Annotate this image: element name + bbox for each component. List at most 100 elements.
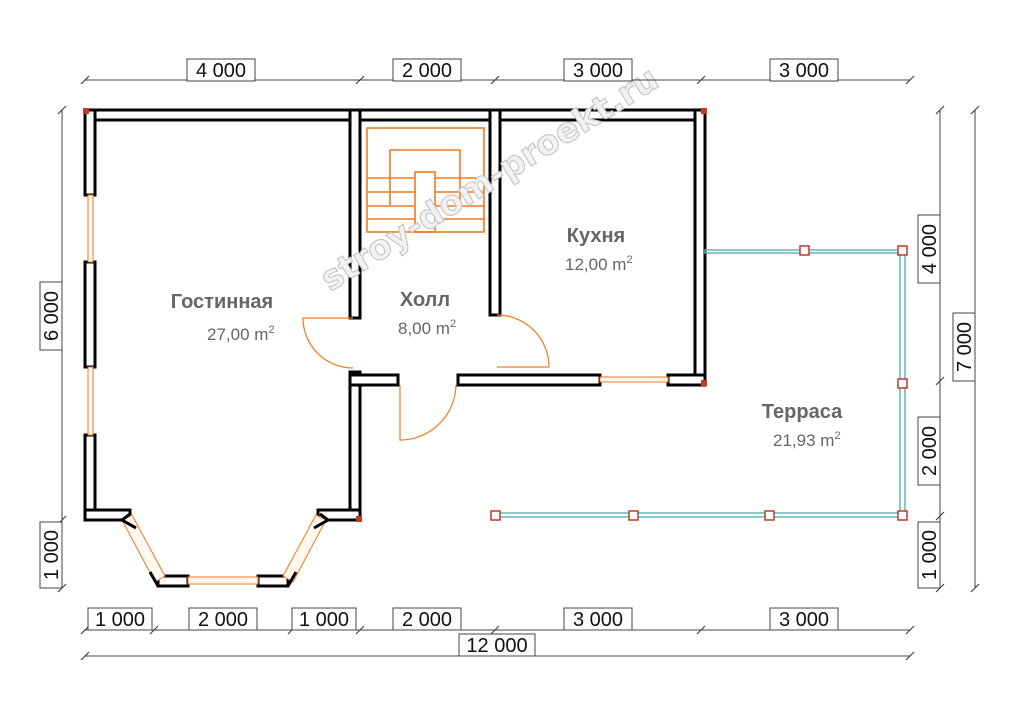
dim-bottom-2: 2 000 — [198, 609, 248, 631]
dim-box — [563, 607, 633, 631]
dim-box — [188, 607, 258, 631]
wall-left-2 — [83, 260, 97, 369]
dim-top-1: 4 000 — [196, 60, 246, 82]
room-area-terrace: 21,93 m2 — [773, 430, 841, 450]
wall-hall-left-upper — [348, 108, 362, 320]
dims-top: 4 000 2 000 3 000 3 000 — [80, 58, 915, 85]
wall-left-3 — [83, 433, 97, 522]
dim-box — [458, 633, 536, 657]
dim-box — [769, 607, 839, 631]
dim-tick — [970, 583, 980, 593]
dims-bottom: 1 000 2 000 1 000 2 000 3 000 3 000 12 0… — [80, 607, 915, 661]
dim-tick — [905, 625, 915, 635]
dim-tick — [935, 511, 945, 521]
stair-landing — [414, 171, 436, 233]
dim-box — [39, 521, 63, 589]
doors — [302, 314, 550, 441]
corner-tl — [83, 108, 89, 114]
dim-bottom-1: 1 000 — [95, 609, 145, 631]
corner-hall-bottom — [356, 516, 362, 522]
dim-tick — [905, 75, 915, 85]
dim-bottom-6: 3 000 — [779, 609, 829, 631]
dim-box — [563, 58, 633, 82]
terrace — [490, 245, 908, 521]
dim-tick — [80, 75, 90, 85]
corner-kitchen — [701, 380, 707, 386]
wall-hall-bottom-left — [348, 373, 400, 387]
dim-box — [917, 416, 941, 486]
dim-bottom-3: 1 000 — [299, 609, 349, 631]
dim-total: 12 000 — [466, 635, 527, 657]
terrace-post — [799, 245, 810, 256]
dim-tick — [355, 625, 365, 635]
dim-top-4: 3 000 — [779, 60, 829, 82]
dim-tick — [935, 376, 945, 386]
staircase — [366, 127, 485, 233]
room-name-kitchen: Кухня — [567, 225, 625, 247]
terrace-post — [897, 245, 908, 256]
dim-bottom-4: 2 000 — [402, 609, 452, 631]
bay-windows — [119, 512, 331, 588]
dim-tick — [970, 105, 980, 115]
bay-corner-right — [313, 512, 331, 530]
wall-kitchen-bottom-right — [666, 373, 707, 387]
wall-kitchen-right — [693, 108, 707, 387]
corner-tr — [701, 108, 707, 114]
wall-left-1 — [83, 108, 97, 197]
bay-corner-br — [258, 571, 298, 588]
dim-box — [952, 312, 976, 382]
dim-right-3: 1 000 — [919, 530, 941, 580]
terrace-post — [628, 510, 639, 521]
rail-bottom — [494, 512, 904, 518]
dims-left: 6 000 1 000 — [39, 105, 67, 593]
dim-top-3: 3 000 — [573, 60, 623, 82]
dim-right-total: 7 000 — [954, 322, 976, 372]
dim-tick — [80, 651, 90, 661]
dim-right-2: 2 000 — [919, 426, 941, 476]
dim-tick — [935, 105, 945, 115]
dim-box — [39, 281, 63, 351]
door-entrance — [399, 384, 457, 441]
wall-kitchen-bottom — [456, 373, 602, 387]
dim-tick — [149, 625, 159, 635]
room-name-hall: Холл — [400, 289, 450, 311]
room-name-living: Гостинная — [171, 291, 273, 313]
dim-right-1: 4 000 — [919, 224, 941, 274]
dim-box — [87, 607, 153, 631]
dim-tick — [696, 75, 706, 85]
dim-box — [392, 607, 462, 631]
dim-left-2: 1 000 — [41, 530, 63, 580]
window-left-1 — [87, 194, 94, 263]
dim-box — [917, 521, 941, 589]
dim-tick — [490, 75, 500, 85]
room-area-living: 27,00 m2 — [207, 324, 275, 344]
door-living — [302, 317, 354, 369]
window-bay-bottom — [187, 576, 259, 585]
dim-tick — [905, 651, 915, 661]
walls — [83, 108, 707, 588]
dim-tick — [355, 75, 365, 85]
wall-bay-right — [316, 508, 362, 522]
dim-left-1: 6 000 — [41, 291, 63, 341]
dim-box — [186, 58, 256, 82]
dim-box — [392, 58, 462, 82]
dim-tick — [57, 105, 67, 115]
dim-bottom-5: 3 000 — [573, 609, 623, 631]
dim-box — [917, 214, 941, 284]
room-name-terrace: Терраса — [762, 401, 843, 423]
wall-hall-right — [488, 108, 502, 317]
terrace-post — [897, 510, 908, 521]
room-area-kitchen: 12,00 m2 — [565, 254, 633, 274]
dim-box — [291, 607, 357, 631]
window-left-2 — [87, 366, 94, 436]
dim-tick — [696, 625, 706, 635]
window-bay-right — [282, 514, 327, 583]
dim-tick — [490, 625, 500, 635]
bay-corner-left — [119, 512, 137, 530]
room-labels: Гостинная 27,00 m2 Холл 8,00 m2 Кухня 12… — [171, 225, 843, 450]
window-kitchen — [599, 376, 669, 383]
door-kitchen — [496, 314, 550, 368]
dims-right: 4 000 2 000 1 000 7 000 — [917, 105, 980, 593]
wall-hall-left-lower — [348, 370, 362, 522]
